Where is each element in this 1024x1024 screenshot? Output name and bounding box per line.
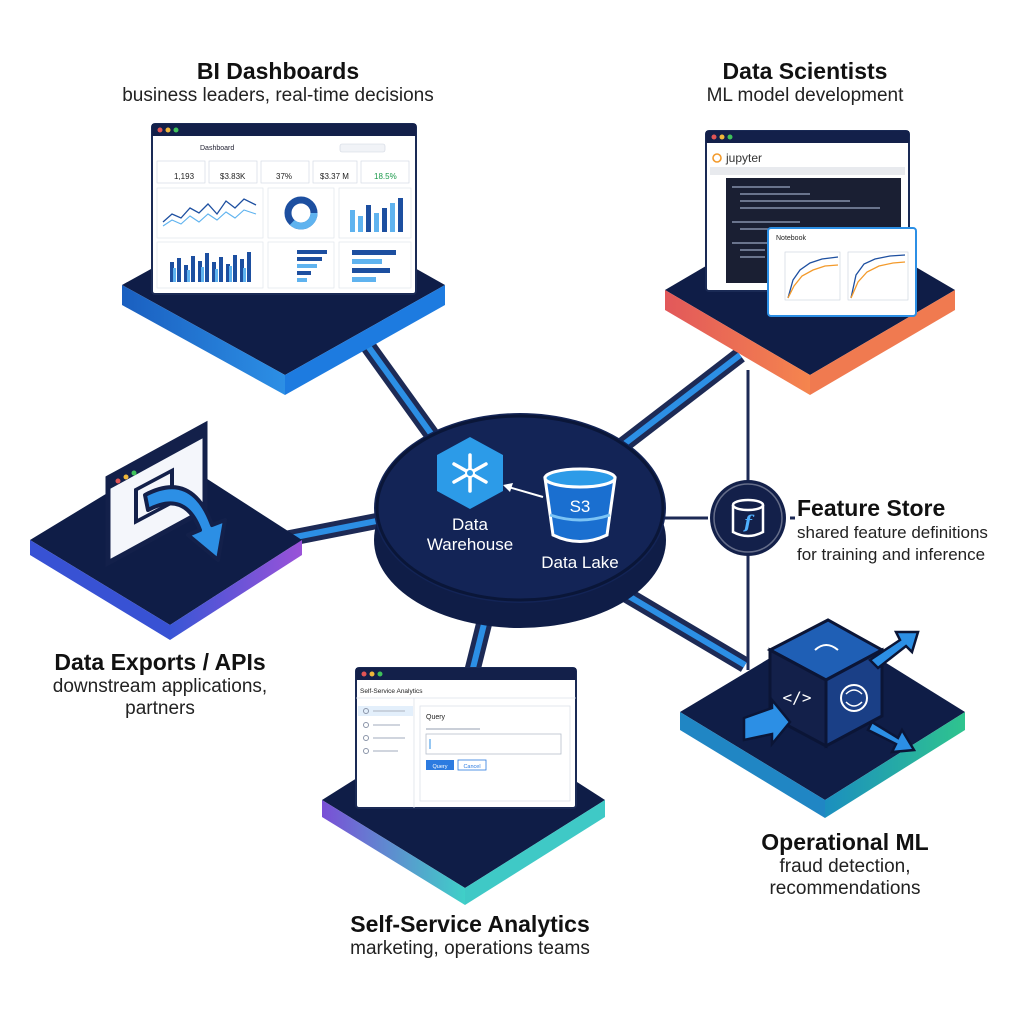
feature-store-subtitle-1: shared feature definitions [797,523,988,542]
notebook-overlay: Notebook [767,227,917,317]
ssa-run-label: Query [433,764,448,770]
kpi-row: 1,193 $3.83K 37% $3.37 M 18.5% [156,160,410,184]
feature-store-title: Feature Store [797,495,946,521]
data-scientists-label: Data Scientists ML model development [655,57,955,107]
bi-dashboards-subtitle: business leaders, real-time decisions [122,85,434,106]
operational-ml-label: Operational ML fraud detection, recommen… [710,828,980,900]
hbar-widget-2 [338,241,412,289]
bi-dashboards-title: BI Dashboards [196,58,360,84]
ssa-run-button[interactable] [426,760,454,770]
operational-ml-subtitle-1: fraud detection, [779,856,911,877]
lake-label: Data Lake [541,553,619,572]
bi-dashboard-screen: Dashboard 1,193 $3.83K 37% $3.37 M 18.5% [151,123,417,295]
bi-app-title: Dashboard [200,145,234,152]
self-service-label: Self-Service Analytics marketing, operat… [300,910,640,960]
operational-ml-title: Operational ML [761,829,929,855]
lake-icon-text: S3 [570,497,591,516]
data-scientists-title: Data Scientists [722,58,888,84]
operational-ml-subtitle-2: recommendations [769,878,921,899]
self-service-title: Self-Service Analytics [350,911,590,937]
line-chart-widget [156,187,264,239]
kpi-1: 1,193 [174,172,195,181]
data-exports-platform [30,455,302,640]
data-exports-title: Data Exports / APIs [54,649,266,675]
stacked-bar-widget [156,241,264,289]
self-service-subtitle: marketing, operations teams [350,938,590,959]
ssa-cancel-label: Cancel [463,764,480,770]
data-scientists-subtitle: ML model development [706,85,904,106]
bi-dashboards-label: BI Dashboards business leaders, real-tim… [98,57,458,107]
ssa-panel-title: Query [426,714,446,721]
notebook-title: Notebook [776,235,806,242]
export-arrow-icon [143,485,227,562]
feature-store-subtitle-2: for training and inference [797,545,986,564]
data-exports-label: Data Exports / APIs downstream applicati… [20,648,300,720]
ssa-cancel-button[interactable] [457,759,487,771]
data-warehouse-icon [437,437,503,509]
donut-chart-widget [267,187,335,239]
bar-chart-widget [338,187,412,239]
data-exports-subtitle-2: partners [125,698,195,719]
kpi-3: 37% [276,172,292,181]
kpi-2: $3.83K [220,172,246,181]
jupyter-title: jupyter [725,151,762,165]
ssa-app-title: Self-Service Analytics [360,688,423,695]
warehouse-label-1: Data [452,515,488,534]
self-service-screen: Self-Service Analytics Query Query Cance… [355,667,577,809]
ml-cube-icon: </> [766,618,886,749]
data-lake-bucket-icon: S3 [543,467,617,543]
warehouse-label-2: Warehouse [427,535,513,554]
ml-arrows-icon [742,630,920,754]
feature-store-label: Feature Store shared feature definitions… [797,494,1017,566]
feature-store-icon: f [710,480,786,556]
kpi-5: 18.5% [374,172,397,181]
kpi-4: $3.37 M [320,172,349,181]
central-hub: Data Warehouse S3 Data Lake [374,413,666,628]
svg-text:</>: </> [783,688,812,707]
hbar-widget-1 [267,241,335,289]
data-exports-subtitle-1: downstream applications, [52,676,268,697]
